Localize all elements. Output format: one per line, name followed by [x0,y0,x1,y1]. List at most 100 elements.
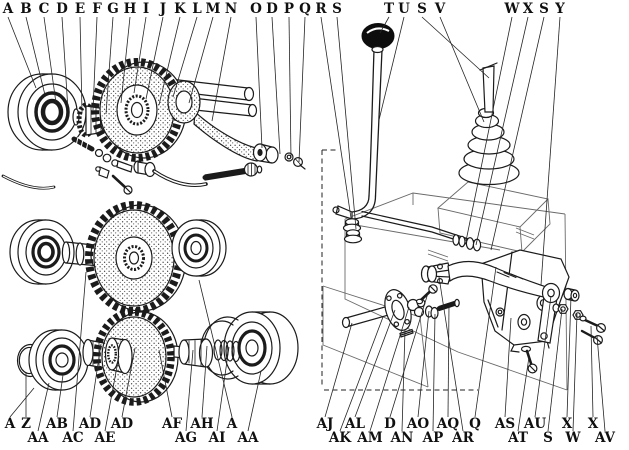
callout-top-A-0: A [2,1,14,17]
leader-line-bottom-left-row2-AC-1 [72,271,87,432]
callout-top-F-5: F [92,1,102,17]
callout-bottom-right-row1-Q-5: Q [469,416,481,432]
transmission-housing-phantom [322,181,568,391]
fork-boss-hole [257,148,263,157]
callout-bottom-left-row2-AC-1: AC [61,430,83,446]
leader-line-top-Q-17 [298,16,306,163]
callout-bottom-right-row2-AV-8: AV [594,430,615,446]
callout-bottom-left-row2-AE-2: AE [94,430,116,446]
leader-line-bottom-right-row1-AJ-0 [324,322,353,418]
leader-line-top-W-24 [465,16,513,242]
threaded-stub [436,300,459,311]
phantom-border [321,149,478,391]
leader-line-bottom-right-row2-W-7 [572,313,578,432]
leader-line-bottom-right-row2-AR-4 [438,276,464,432]
leader-line-top-M-12 [188,16,214,104]
leader-line-bottom-left-row2-AG-3 [185,349,194,432]
leader-line-bottom-right-row1-AS-6 [504,317,512,418]
callout-bottom-right-row2-AP-3: AP [422,430,444,446]
callout-top-O-14: O [250,1,262,17]
bearing-drum [200,311,299,385]
shifter-shaft [341,316,351,329]
callout-bottom-right-row1-AJ-0: AJ [316,416,334,432]
callout-bottom-right-row1-AQ-4: AQ [436,416,459,432]
detent-plunger [94,148,104,158]
leader-line-top-K-10 [158,16,181,106]
leader-line-top-D-15 [271,16,281,155]
callout-top-H-7: H [124,1,137,17]
callout-bottom-right-row2-AK-0: AK [328,430,352,446]
callout-bottom-left-row2-AA-5: AA [237,430,259,446]
hex-bolt-av [580,329,597,340]
callout-top-P-16: P [284,1,294,17]
ball-bearing-input [7,73,87,151]
leader-line-top-S-22 [421,16,490,79]
callout-top-S-19: S [332,1,342,17]
leader-line-bottom-left-row2-AE-2 [104,355,120,432]
cover-slot [427,249,449,262]
leader-line-top-S-26 [490,16,545,251]
callout-top-T-20: T [384,1,394,17]
leader-line-top-F-5 [92,16,98,111]
callout-top-G-6: G [107,1,119,17]
countershaft-bearing-right [171,219,227,277]
hex-bolt-d [419,290,432,302]
connector-rod [361,210,482,252]
callout-bottom-right-row2-W-7: W [564,430,581,446]
callout-top-Y-27: Y [554,1,565,17]
leader-line-top-T-20 [379,16,390,34]
callout-top-S-22: S [417,1,427,17]
leader-line-bottom-left-row2-AI-4 [216,346,230,432]
leader-line-top-Y-27 [540,16,561,286]
leader-line-bottom-right-row2-AM-1 [369,306,410,432]
break-mark [479,62,498,71]
inner-gear-lever [479,62,498,113]
hex-nut-s [557,304,569,314]
pinion-gear [93,308,179,406]
leader-line-top-L-11 [172,16,198,98]
callout-bottom-right-row1-X-9: X [588,416,599,432]
leader-line-bottom-right-row1-D-2 [389,292,429,418]
leader-line-bottom-right-row2-AP-3 [432,313,436,432]
top-left-assembly [1,58,306,195]
leader-line-top-D-3 [61,16,69,111]
callout-top-R-18: R [315,1,327,17]
callout-bottom-right-row2-AN-2: AN [390,430,414,446]
countershaft-bearing-left [9,219,75,285]
leader-line-bottom-left-row1-AD-4 [121,347,136,418]
callout-top-X-25: X [523,1,534,17]
main-gear-large [85,201,187,315]
callout-bottom-left-row1-AH-6: AH [189,416,213,432]
callout-top-I-8: I [143,1,149,17]
callout-bottom-right-row2-AT-5: AT [507,430,528,446]
leader-line-bottom-left-row1-AF-5 [158,349,173,418]
callout-top-U-21: U [398,1,410,17]
leader-line-top-E-4 [79,16,83,114]
callout-bottom-right-row1-D-2: D [384,416,396,432]
bottom-left-assembly [9,201,299,406]
shifter-shaft-cluster [341,284,460,338]
callout-top-C-2: C [39,1,50,17]
callout-bottom-left-row1-AD-3: AD [78,416,101,432]
gear-lever-knob [361,23,395,49]
leader-line-top-C-2 [43,16,57,104]
hex-bolt-x [583,318,600,328]
leader-line-bottom-right-row1-Q-5 [474,266,497,418]
pivot-bushings [342,218,363,244]
clevis-yoke [420,262,451,285]
leader-line-bottom-left-row1-A-0 [9,387,35,418]
callout-top-N-13: N [225,1,237,17]
leader-line-top-N-13 [211,16,232,122]
coil-spring [213,339,241,363]
callout-bottom-left-row1-AD-4: AD [110,416,133,432]
leader-line-bottom-right-row1-X-9 [590,325,594,418]
leader-line-bottom-right-row1-AQ-4 [447,304,450,418]
callout-bottom-right-row1-AS-6: AS [494,416,515,432]
set-screw [111,174,128,190]
callout-top-E-4: E [75,1,85,17]
selector-fork [167,80,279,164]
leader-line-bottom-left-row1-AD-3 [89,343,102,418]
leader-line-top-G-6 [105,16,114,115]
